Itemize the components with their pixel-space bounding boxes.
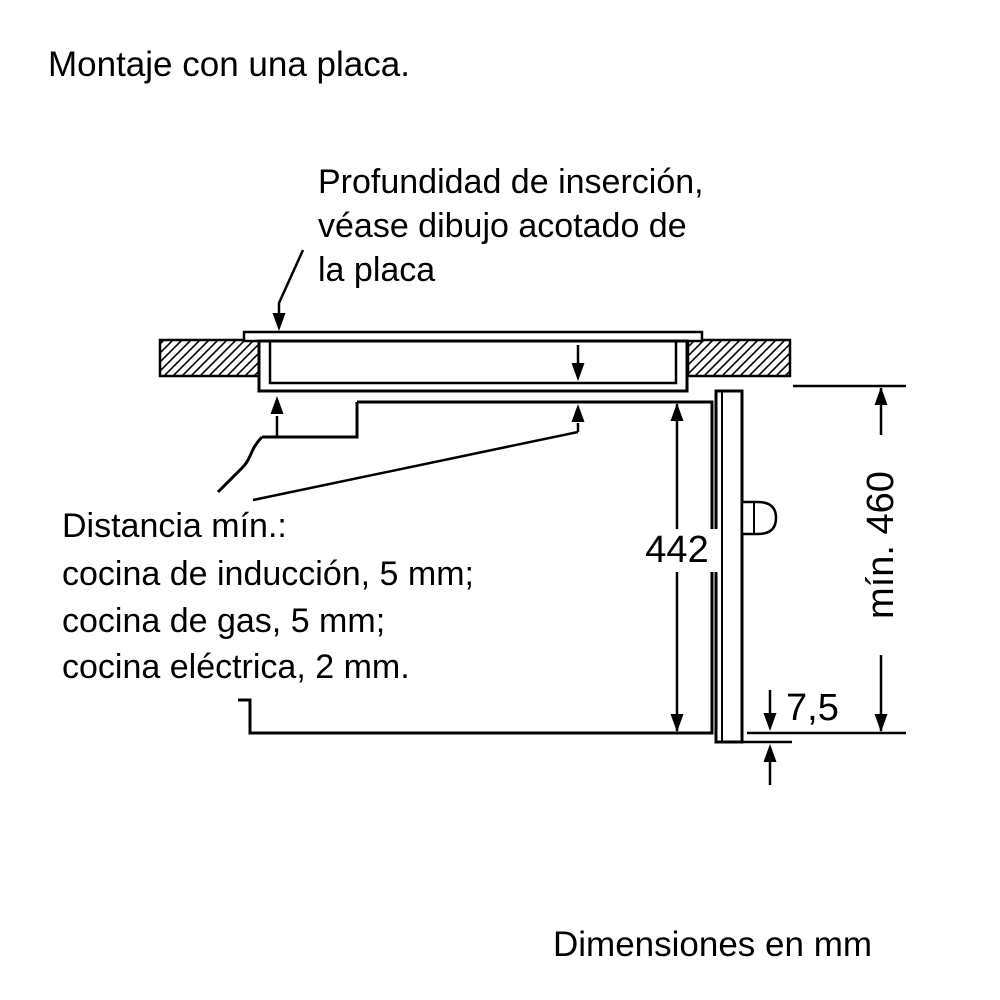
- control-knob: [740, 500, 778, 536]
- dimension-label-oven-height: 442: [634, 529, 720, 572]
- distance-note-line3: cocina de gas, 5 mm;: [62, 602, 386, 640]
- oven-outline: [216, 400, 714, 735]
- niche-reference-lines: [747, 384, 906, 735]
- oven-front-panel: [714, 389, 744, 744]
- page-title: Montaje con una placa.: [48, 45, 410, 84]
- units-note: Dimensiones en mm: [553, 925, 872, 964]
- dimension-75-arrows: [742, 690, 792, 785]
- distance-note-leader-arrows: [252, 396, 585, 502]
- distance-note-line4: cocina eléctrica, 2 mm.: [62, 648, 410, 686]
- distance-note-line2: cocina de inducción, 5 mm;: [62, 555, 474, 593]
- dimension-label-door-overhang: 7,5: [786, 687, 839, 729]
- insertion-note-line3: la placa: [318, 251, 436, 289]
- insertion-note-line2: véase dibujo acotado de: [318, 207, 687, 245]
- countertop-section-right: [686, 338, 792, 378]
- hob-cross-section: [242, 330, 704, 393]
- insertion-note-leader-arrow: [272, 249, 305, 331]
- insertion-note-line1: Profundidad de inserción,: [318, 163, 704, 201]
- dimension-label-niche-height: mín. 460: [857, 435, 905, 655]
- countertop-section-left: [158, 338, 261, 378]
- distance-note-line1: Distancia mín.:: [62, 507, 287, 545]
- insertion-depth-arrow: [571, 345, 585, 381]
